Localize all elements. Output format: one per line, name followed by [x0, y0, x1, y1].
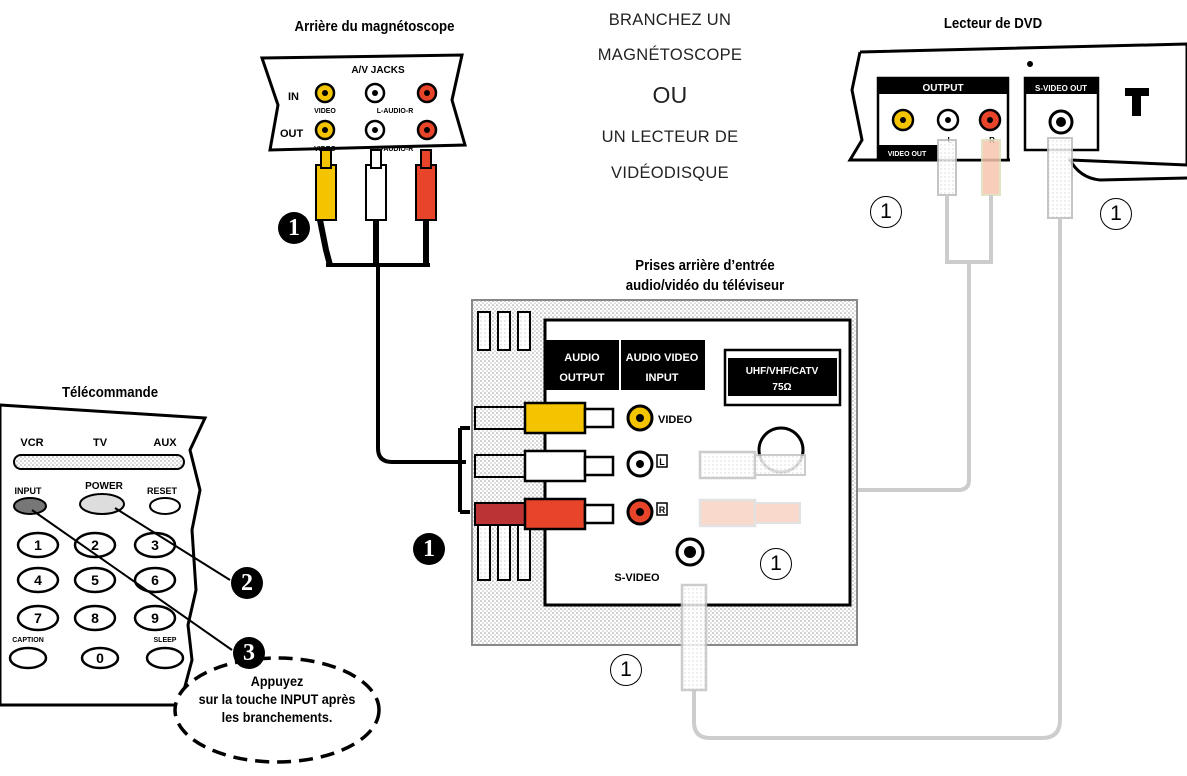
- remote-key-label-1: 1: [34, 537, 42, 553]
- callout-step-3: 3: [233, 637, 265, 669]
- svg-text:AUDIO VIDEO: AUDIO VIDEO: [626, 352, 699, 364]
- svg-text:INPUT: INPUT: [646, 372, 679, 384]
- remote-key-sleep: [145, 646, 185, 670]
- svg-text:VCR: VCR: [20, 437, 43, 449]
- input-note: Appuyez sur la touche INPUT après les br…: [187, 672, 367, 726]
- tv-input-plugs: [458, 401, 615, 531]
- arrow-input: [31, 509, 233, 651]
- svg-text:S-VIDEO: S-VIDEO: [614, 572, 660, 584]
- vcr-in-label: IN: [288, 91, 299, 103]
- dvd-player-label: Lecteur de DVD: [943, 15, 1043, 32]
- tv-jacks-label-1: Prises arrière d’entrée: [635, 257, 775, 274]
- svg-text:OUTPUT: OUTPUT: [559, 372, 605, 384]
- remote-key-sleep-label: SLEEP: [154, 637, 177, 644]
- remote-key-1: [16, 531, 60, 559]
- dvd-player: OUTPUT VIDEO OUT L R S-VIDEO OUT: [847, 42, 1187, 182]
- callout-circled-1a: 1: [870, 196, 902, 228]
- remote-key-caption: [8, 646, 48, 670]
- vcr-jacks-header: A/V JACKS: [351, 65, 405, 76]
- svg-text:AUDIO: AUDIO: [564, 352, 600, 364]
- svg-text:VIDEO OUT: VIDEO OUT: [888, 151, 927, 158]
- svg-text:INPUT: INPUT: [15, 486, 43, 496]
- remote-key-2: [73, 531, 117, 559]
- remote-key-label-2: 2: [91, 537, 99, 553]
- input-note-line2: sur la touche INPUT après: [198, 691, 356, 707]
- vcr-rca-plugs: [315, 149, 437, 267]
- input-note-line1: Appuyez: [250, 673, 304, 689]
- vcr-cable: [376, 265, 466, 464]
- remote-key-5: [73, 566, 117, 594]
- center-title-line2: MAGNÉTOSCOPE: [597, 46, 743, 64]
- callout-step-1b: 1: [413, 533, 445, 565]
- tv-back-panel: AUDIO OUTPUT AUDIO VIDEO INPUT UHF/VHF/C…: [471, 299, 858, 646]
- remote-key-label-5: 5: [91, 572, 99, 588]
- vcr-out-label: OUT: [280, 128, 304, 140]
- svg-text:POWER: POWER: [85, 481, 124, 492]
- svg-text:R: R: [659, 505, 666, 515]
- svg-text:VIDEO: VIDEO: [658, 414, 693, 426]
- svg-text:L-AUDIO-R: L-AUDIO-R: [377, 146, 414, 153]
- dvd-cables: [692, 137, 1073, 740]
- svg-text:VIDEO: VIDEO: [314, 108, 336, 115]
- remote-key-label-7: 7: [34, 610, 42, 626]
- remote-key-0: [80, 646, 120, 670]
- remote-key-7: [16, 604, 60, 632]
- callout-circled-1b: 1: [1100, 198, 1132, 230]
- remote-key-label-6: 6: [151, 572, 159, 588]
- remote-key-label-9: 9: [151, 610, 159, 626]
- remote-key-label-3: 3: [151, 537, 159, 553]
- svg-text:OUTPUT: OUTPUT: [922, 83, 963, 94]
- svg-text:L-AUDIO-R: L-AUDIO-R: [377, 108, 414, 115]
- tv-jacks-label-2: audio/vidéo du téléviseur: [625, 277, 785, 294]
- input-note-line3: les branchements.: [221, 709, 333, 725]
- svg-text:UHF/VHF/CATV: UHF/VHF/CATV: [746, 366, 819, 377]
- svg-text:AUX: AUX: [153, 437, 177, 449]
- remote-key-6: [133, 566, 177, 594]
- vcr-back-panel: A/V JACKS IN OUT VIDEO L-AUDIO-R VIDEO L…: [259, 53, 467, 153]
- svg-text:75Ω: 75Ω: [772, 382, 791, 393]
- remote-label: Télécommande: [61, 384, 159, 401]
- center-title-line1: BRANCHEZ UN: [608, 11, 732, 29]
- svg-text:TV: TV: [93, 437, 108, 449]
- callout-circled-1c: 1: [760, 548, 792, 580]
- center-title-line3: OU: [652, 82, 688, 108]
- callout-step-1a: 1: [278, 212, 310, 244]
- remote-key-9: [133, 604, 177, 632]
- callout-circled-1d: 1: [610, 654, 642, 686]
- svg-text:RESET: RESET: [147, 486, 178, 496]
- note-bubble: [173, 656, 381, 764]
- callout-step-2: 2: [231, 567, 263, 599]
- remote-key-4: [16, 566, 60, 594]
- remote-key-label-4: 4: [34, 572, 42, 588]
- arrow-power: [114, 507, 231, 581]
- remote-key-0-label: 0: [96, 650, 104, 666]
- svg-text:S-VIDEO OUT: S-VIDEO OUT: [1035, 84, 1087, 93]
- tv-dvd-plugs: [680, 450, 806, 692]
- vcr-back-label: Arrière du magnétoscope: [294, 18, 455, 35]
- svg-text:L: L: [659, 457, 665, 467]
- remote-key-8: [73, 604, 117, 632]
- remote-key-label-8: 8: [91, 610, 99, 626]
- center-title-line5: VIDÉODISQUE: [611, 164, 729, 182]
- center-title-line4: UN LECTEUR DE: [601, 128, 739, 146]
- remote-key-caption-label: CAPTION: [12, 637, 44, 644]
